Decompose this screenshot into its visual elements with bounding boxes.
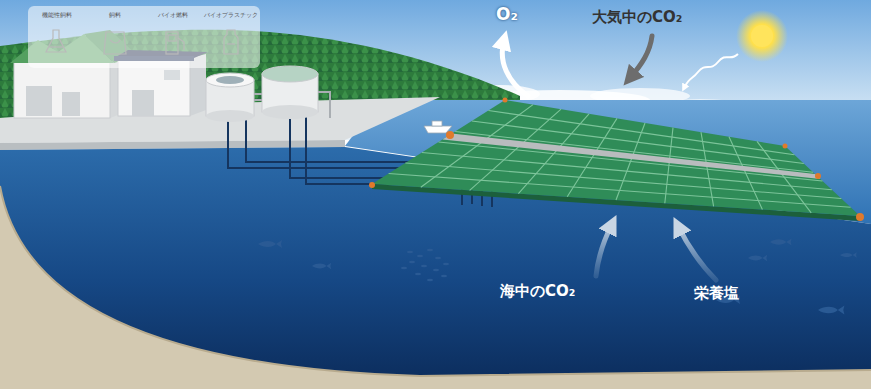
fish-school: [258, 238, 857, 314]
flow-arrows: [630, 36, 652, 78]
nutrient-label: 栄養塩: [694, 284, 739, 303]
fish-school: [443, 263, 449, 265]
buildings: [164, 70, 180, 80]
tanks: [262, 66, 318, 82]
gas-label: 海中のCO₂: [500, 282, 575, 301]
seaweed-farm: [729, 137, 762, 210]
gas-label: O₂: [496, 4, 518, 24]
fish-school: [427, 279, 433, 281]
seaweed-farm: [567, 118, 617, 196]
sun: [751, 25, 773, 47]
fish-school: [312, 263, 331, 269]
fish-school: [401, 249, 449, 281]
tanks: [216, 76, 244, 84]
tanks: [206, 66, 330, 122]
seaweed-farm: [701, 132, 714, 206]
seaweed-farm: [369, 98, 864, 222]
fish-school: [748, 255, 767, 261]
seaweed-farm: [665, 128, 673, 204]
sun: [684, 10, 788, 88]
product-label: バイオプラスチック: [202, 11, 260, 18]
flow-arrows: [502, 36, 716, 280]
fish-school: [818, 306, 844, 315]
product-panel: 機能性飼料飼料バイオ燃料バイオプラスチック: [28, 6, 260, 68]
fish-school: [435, 257, 441, 259]
fish-school: [415, 273, 421, 275]
seaweed-farm: [815, 173, 821, 179]
tanks: [206, 110, 254, 122]
buildings: [62, 92, 80, 116]
seaweed-farm: [389, 105, 851, 213]
flow-arrows: [596, 224, 612, 276]
sun: [736, 10, 788, 62]
fish-school: [401, 267, 407, 269]
tanks: [206, 73, 254, 87]
seaweed-farm: [369, 182, 375, 188]
seaweed-farm: [616, 123, 645, 200]
flow-arrows: [502, 40, 528, 96]
seaweed-farm: [518, 114, 589, 194]
tanks: [262, 105, 318, 119]
boat: [424, 121, 452, 133]
product-label: バイオ燃料: [144, 11, 202, 18]
boat: [432, 121, 442, 126]
buildings: [14, 62, 110, 118]
fish-school: [417, 255, 423, 257]
fish-school: [770, 238, 792, 245]
product-label: 飼料: [86, 11, 144, 18]
seaweed-farm: [856, 213, 864, 221]
fish-school: [840, 252, 857, 258]
gas-label: 大気中のCO₂: [592, 8, 682, 27]
seaweed-farm: [503, 98, 508, 103]
flow-arrows: [678, 226, 716, 280]
fish-school: [421, 265, 427, 267]
fish-school: [427, 249, 433, 251]
fish-school: [407, 251, 413, 253]
seaweed-farm: [446, 131, 454, 139]
fish-school: [409, 261, 415, 263]
tanks: [254, 92, 330, 118]
sun: [684, 54, 738, 88]
underwater: [0, 186, 871, 376]
fish-school: [433, 269, 439, 271]
seaweed-farm: [443, 134, 821, 179]
buildings: [132, 90, 154, 116]
buildings: [26, 86, 52, 116]
seaweed-farm: [783, 144, 788, 149]
seaweed-farm: [372, 100, 860, 216]
underwater: [0, 186, 871, 389]
product-label: 機能性飼料: [28, 11, 86, 18]
fish-school: [441, 275, 447, 277]
fish-school: [258, 240, 282, 248]
